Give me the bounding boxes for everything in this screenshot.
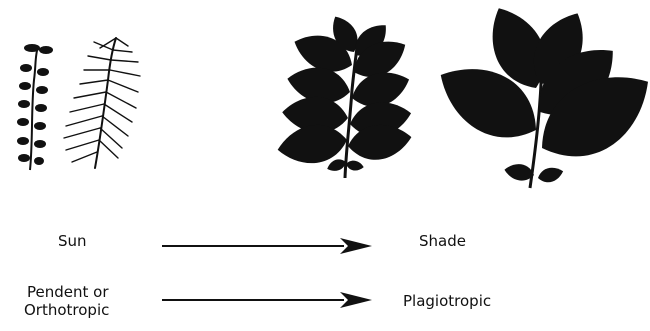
pendent-label: Pendent or bbox=[27, 283, 109, 301]
orthotropic-to-plagiotropic-arrow bbox=[162, 292, 372, 308]
orthotropic-label: Orthotropic bbox=[24, 301, 109, 319]
shade-label: Shade bbox=[419, 232, 466, 250]
small-leaflet-shoot bbox=[17, 44, 53, 170]
sun-label: Sun bbox=[58, 232, 87, 250]
large-dark-leaf-shoot bbox=[426, 0, 650, 188]
medium-dark-leaf-shoot bbox=[275, 11, 414, 178]
sun-to-shade-arrow bbox=[162, 238, 372, 254]
plagiotropic-label: Plagiotropic bbox=[403, 292, 491, 310]
fern-like-shoot bbox=[64, 38, 140, 168]
